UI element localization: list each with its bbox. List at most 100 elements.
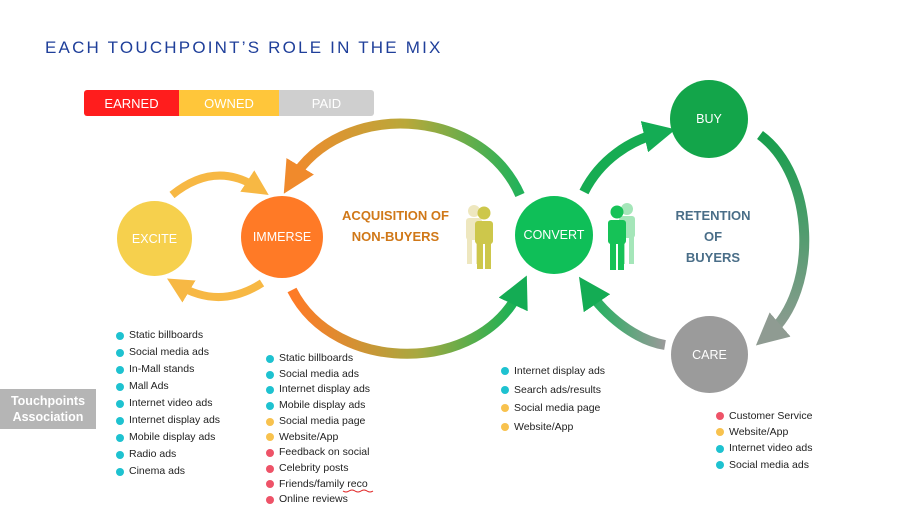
care-to-convert-arrow: [578, 276, 667, 350]
touchpoint-paid-dot: [116, 331, 124, 340]
touchpoint-label: Internet video ads: [129, 397, 213, 409]
touchpoint-label: Internet display ads: [129, 414, 221, 426]
touchpoint-item: Feedback on social: [266, 445, 370, 461]
touchpoint-label: Online reviews: [279, 493, 348, 506]
touchpoint-label: Internet display ads: [514, 365, 606, 377]
touchpoint-item: Cinema ads: [116, 463, 220, 480]
retention-label: RETENTION OF BUYERS: [668, 205, 758, 268]
touchpoint-item: Friends/family reco: [266, 477, 370, 493]
touchpoint-paid-dot: [116, 382, 124, 391]
immerse-to-convert-arrow: [287, 275, 528, 359]
touchpoint-label: Social media ads: [129, 346, 209, 358]
legend-earned: EARNED: [84, 90, 179, 116]
touchpoint-paid-dot: [116, 399, 124, 408]
buy-to-care-arrow: [755, 130, 810, 346]
touchpoint-label: Mall Ads: [129, 380, 169, 392]
touchpoint-label: Mobile display ads: [129, 431, 216, 443]
touchpoint-item: Search ads/results: [501, 381, 605, 400]
touchpoint-owned-dot: [501, 422, 509, 431]
touchpoint-label: Celebrity posts: [279, 461, 349, 474]
acquisition-line1: ACQUISITION OF: [342, 208, 449, 223]
touchpoint-paid-dot: [716, 460, 724, 469]
retention-line2: BUYERS: [685, 250, 741, 265]
legend: EARNED OWNED PAID: [84, 90, 374, 116]
touchpoint-item: Online reviews: [266, 492, 370, 508]
touchpoint-paid-dot: [266, 386, 274, 395]
stage-excite: EXCITE: [117, 201, 192, 276]
touchpoint-owned-dot: [266, 417, 274, 426]
touchpoint-paid-dot: [116, 467, 124, 476]
touchpoint-item: Social media page: [266, 414, 370, 430]
touchpoint-paid-dot: [116, 450, 124, 459]
touchpoint-label: Website/App: [279, 430, 339, 443]
stage-convert: CONVERT: [515, 196, 593, 274]
touchpoint-item: Internet display ads: [116, 412, 220, 429]
touchpoint-item: Static billboards: [266, 351, 370, 367]
touchpoint-label: Website/App: [514, 420, 574, 433]
touchpoint-label: Social media ads: [279, 367, 359, 380]
people-icon-yellow: [466, 205, 493, 269]
touchpoint-earned-dot: [266, 464, 274, 473]
touchpoint-item: In-Mall stands: [116, 361, 220, 378]
legend-paid: PAID: [279, 90, 374, 116]
touchpoints-line1: Touchpoints: [10, 394, 86, 408]
touchpoint-owned-dot: [716, 428, 724, 437]
stage-buy: BUY: [670, 80, 748, 158]
people-icon-green: [608, 203, 635, 270]
touchpoint-label: Cinema ads: [129, 465, 186, 477]
touchpoint-owned-dot: [501, 404, 509, 413]
acquisition-line2: NON-BUYERS: [351, 229, 440, 244]
touchpoint-label: Website/App: [729, 426, 789, 439]
retention-line1: RETENTION OF: [675, 208, 751, 244]
touchpoint-label: Internet display ads: [279, 383, 371, 396]
touchpoint-label: Static billboards: [129, 329, 204, 341]
convert-to-buy-arrow: [579, 121, 676, 195]
touchpoint-earned-dot: [266, 449, 274, 458]
touchpoint-item: Social media ads: [716, 457, 812, 473]
touchpoint-paid-dot: [116, 433, 124, 442]
touchpoint-item: Internet video ads: [716, 440, 812, 456]
touchpoint-item: Static billboards: [116, 327, 220, 344]
touchpoint-label: Friends/family reco: [279, 477, 368, 490]
touchpoint-paid-dot: [116, 348, 124, 357]
touchpoint-item: Internet video ads: [116, 395, 220, 412]
touchpoint-item: Website/App: [266, 430, 370, 446]
touchpoint-paid-dot: [266, 401, 274, 410]
touchpoint-item: Mobile display ads: [266, 398, 370, 414]
spellcheck-underline: [342, 489, 374, 493]
touchpoint-label: Customer Service: [729, 410, 813, 422]
touchpoint-paid-dot: [501, 385, 509, 394]
touchpoint-label: Radio ads: [129, 448, 177, 460]
legend-owned: OWNED: [179, 90, 279, 116]
touchpoint-paid-dot: [266, 370, 274, 379]
touchpoint-item: Social media page: [501, 399, 605, 418]
stage-immerse: IMMERSE: [241, 196, 323, 278]
page-title: EACH TOUCHPOINT’S ROLE IN THE MIX: [45, 38, 443, 57]
touchpoint-label: Mobile display ads: [279, 399, 366, 412]
touchpoint-paid-dot: [116, 365, 124, 374]
touchpoint-item: Customer Service: [716, 408, 812, 424]
touchpoint-item: Internet display ads: [266, 382, 370, 398]
touchpoint-label: Social media ads: [729, 458, 809, 471]
touchpoints-association-label: Touchpoints Association: [0, 389, 96, 429]
touchpoint-item: Website/App: [501, 418, 605, 437]
touchpoint-owned-dot: [266, 433, 274, 442]
touchpoint-item: Social media ads: [266, 367, 370, 383]
touchpoint-item: Radio ads: [116, 446, 220, 463]
touchpoint-earned-dot: [266, 496, 274, 505]
touchpoint-earned-dot: [266, 480, 274, 489]
touchpoint-earned-dot: [716, 412, 724, 421]
touchpoint-label: Static billboards: [279, 352, 354, 364]
touchpoint-item: Celebrity posts: [266, 461, 370, 477]
touchpoints-line2: Association: [12, 410, 84, 424]
stage-care: CARE: [671, 316, 748, 393]
touchpoint-item: Website/App: [716, 424, 812, 440]
touchpoint-paid-dot: [116, 416, 124, 425]
touchpoint-item: Social media ads: [116, 344, 220, 361]
excite-to-immerse-arrow: [169, 170, 269, 199]
